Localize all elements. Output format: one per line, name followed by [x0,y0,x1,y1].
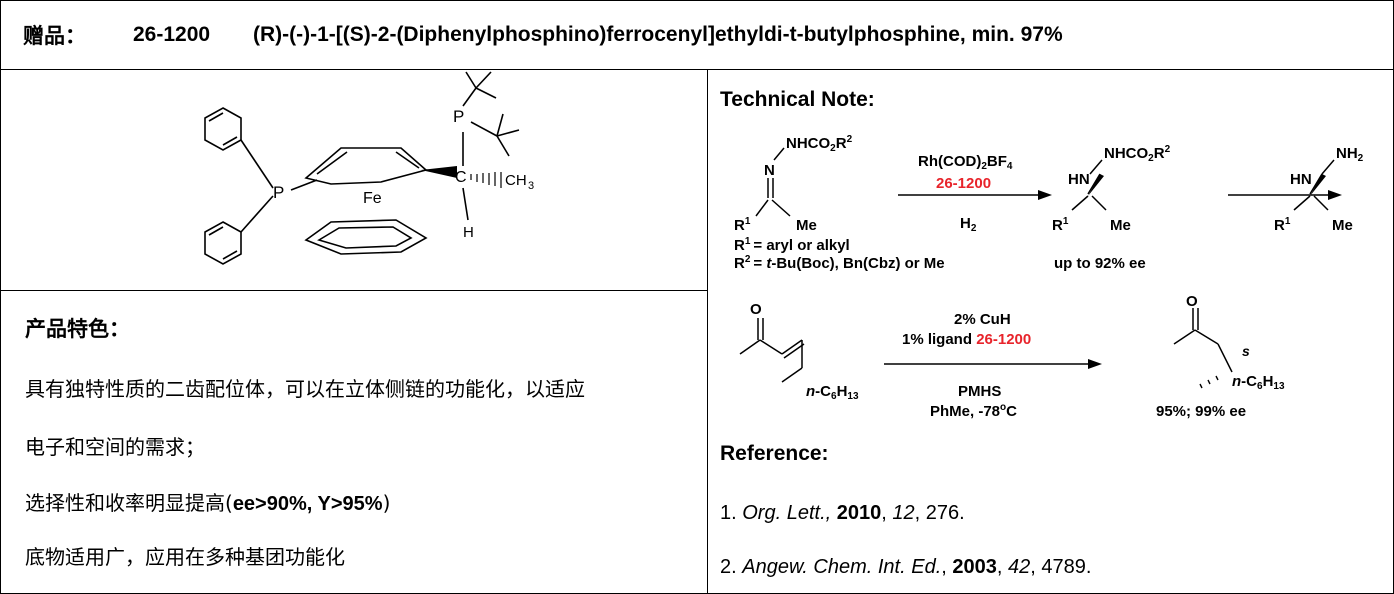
structure-cell: P Fe C P CH 3 H [1,70,707,291]
reference-item: 2. Angew. Chem. Int. Ed., 2003, 42, 4789… [720,556,1092,578]
rxn1-r1-left: R1 [734,216,751,234]
features-title: 产品特色： [25,317,130,341]
rxn1-me-left: Me [796,217,817,234]
rxn1-r2-definition: R2= t-Bu(Boc), Bn(Cbz) or Me [734,254,945,272]
reference-volume: 12 [892,502,915,524]
reference-title: Reference: [720,442,829,465]
rxn1-r1-right: R1 [1274,216,1291,234]
rxn2-stereo: s [1242,343,1250,359]
rxn2-reagent: PMHS [958,383,1001,400]
feature-line-3-bold: ee>90%, Y>95% [232,493,383,515]
rxn2-yield: 95%; 99% ee [1156,403,1246,420]
rxn2-substituent-left: n-C6H13 [806,383,859,402]
feature-line-3: 选择性和收率明显提高(ee>90%, Y>95%) [25,487,390,516]
rxn2-conditions: PhMe, -78oC [930,402,1017,420]
atom-h: H [463,224,474,241]
reference-volume: 42 [1008,556,1031,578]
rxn1-r1-mid: R1 [1052,216,1069,234]
atom-p1: P [273,183,284,202]
rxn2-o-left: O [750,301,762,318]
rxn1-n: N [764,162,775,179]
rxn1-hn-right: HN [1290,171,1312,188]
rxn1-h2: H2 [960,215,977,234]
atom-c: C [455,169,467,186]
rxn1-yield: up to 92% ee [1054,255,1146,272]
feature-line-3-prefix: 选择性和收率明显提高( [25,491,233,515]
rxn1-me-right: Me [1332,217,1353,234]
technical-note-title: Technical Note: [720,88,875,111]
reference-item: 1. Org. Lett., 2010, 12, 276. [720,502,965,524]
rxn2-o-right: O [1186,293,1198,310]
feature-line-1: 具有独特性质的二齿配位体，可以在立体侧链的功能化，以适应 [25,377,585,401]
rxn1-me-mid: Me [1110,217,1131,234]
header-row: 赠品： 26-1200 (R)-(-)-1-[(S)-2-(Diphenylph… [1,1,1393,70]
atom-ch-sub: 3 [528,180,534,192]
rxn2-catalyst: 2% CuH [954,311,1011,328]
rxn1-nh2: NH2 [1336,145,1364,164]
rxn1-nhco: NHCO2R2 [786,134,853,154]
rxn1-ligand: 26-1200 [936,175,991,192]
left-column: P Fe C P CH 3 H 产品特色： 具有独特性质的二齿配位体，可以在立体… [1,70,708,593]
rxn1-nhco-mid: NHCO2R2 [1104,144,1171,164]
product-id: 26-1200 [133,23,211,46]
reference-year: 2003 [952,556,997,578]
feature-line-3-suffix: ) [382,491,391,515]
rxn1-r1-definition: R1= aryl or alkyl [734,236,850,254]
atom-ch: CH [505,172,527,189]
reference-journal: Org. Lett., [742,502,832,524]
feature-line-4: 底物适用广，应用在多种基团功能化 [25,545,345,569]
reaction-schemes: NHCO2R2 N R1 Me Rh(COD)2BF4 26-1200 H2 H… [734,134,1364,420]
right-column: Technical Note: [708,70,1393,593]
features-cell: 产品特色： 具有独特性质的二齿配位体，可以在立体侧链的功能化，以适应 电子和空间… [1,291,707,593]
rxn1-hn-mid: HN [1068,171,1090,188]
product-name: (R)-(-)-1-[(S)-2-(Diphenylphosphino)ferr… [253,23,1063,46]
rxn2-substituent-right: n-C6H13 [1232,373,1285,392]
feature-line-2: 电子和空间的需求； [25,435,205,459]
gift-label: 赠品： [23,25,86,48]
atom-fe: Fe [363,190,382,207]
reference-year: 2010 [836,502,882,524]
atom-p2: P [453,107,464,126]
ferrocene-structure: P Fe C P CH 3 H [204,71,534,265]
rxn2-ligand-line: 1% ligand 26-1200 [902,331,1031,348]
reference-journal: Angew. Chem. Int. Ed. [742,556,942,578]
rxn1-catalyst: Rh(COD)2BF4 [918,153,1013,172]
